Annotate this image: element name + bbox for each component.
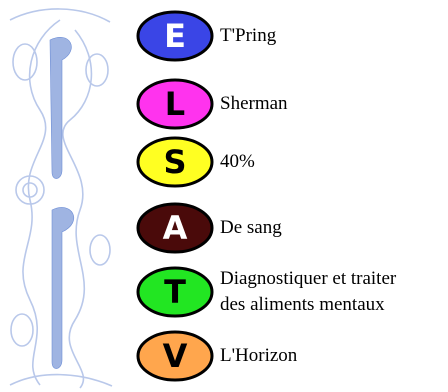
category-badge-l: L	[136, 78, 214, 130]
category-letter: S	[163, 143, 186, 181]
category-badge-e: E	[136, 10, 214, 62]
category-letter: T	[164, 273, 186, 311]
category-row-arts: A De sang	[136, 198, 282, 258]
answer-text: Sherman	[220, 93, 288, 114]
answer-text: 40%	[220, 151, 255, 172]
category-row-literature: L Sherman	[136, 74, 288, 134]
category-row-v: V L'Horizon	[136, 326, 297, 386]
category-badge-s: S	[136, 136, 214, 188]
answer-text: T'Pring	[220, 25, 277, 46]
category-badge-t: T	[136, 266, 214, 318]
answer-text: De sang	[220, 217, 282, 238]
category-letter: A	[163, 209, 188, 247]
answer-text: L'Horizon	[220, 345, 298, 366]
category-row-sports: S 40%	[136, 132, 255, 192]
category-row-t: T Diagnostiquer et traiter des aliments …	[136, 262, 396, 322]
category-letter: E	[164, 17, 186, 55]
answer-text: Diagnostiquer et traiter des aliments me…	[220, 268, 397, 315]
category-letter: L	[165, 85, 185, 123]
category-letter: V	[163, 337, 188, 375]
trivial-pursuit-logo	[9, 8, 113, 389]
category-badge-v: V	[136, 330, 214, 382]
category-row-science: E T'Pring	[136, 6, 276, 66]
category-badge-a: A	[136, 202, 214, 254]
